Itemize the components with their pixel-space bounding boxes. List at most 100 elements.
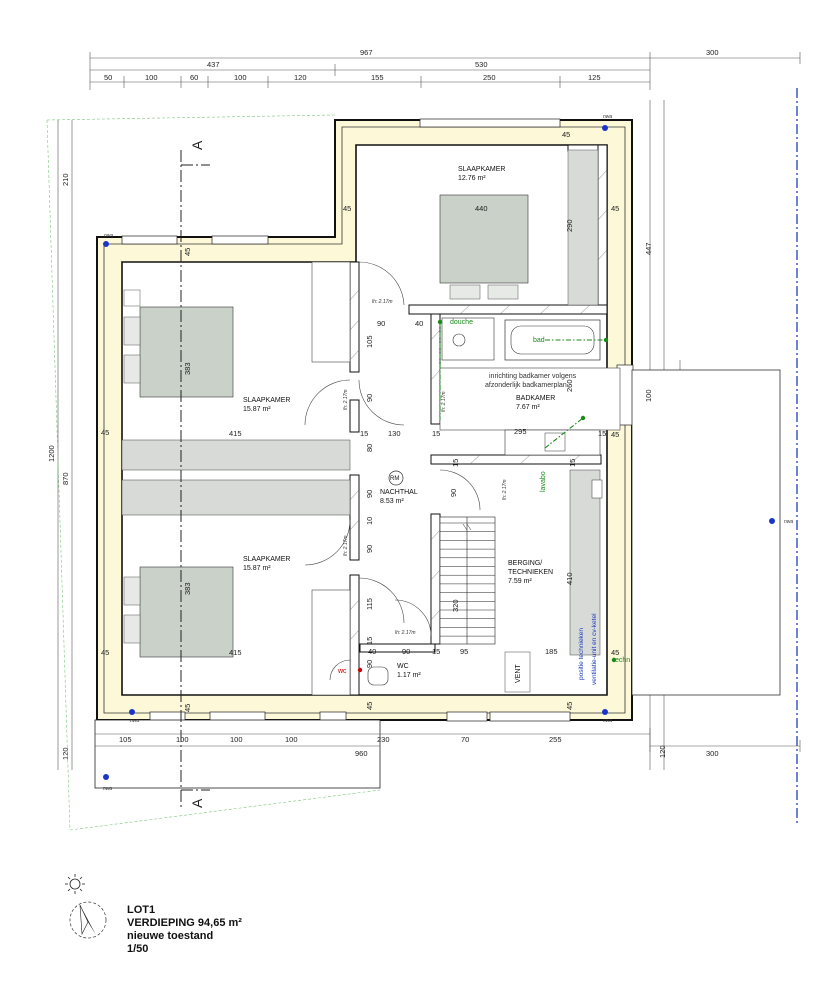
- door-height: lh: 2.17m: [395, 630, 416, 636]
- dim-top-left-sub: 437: [207, 60, 220, 69]
- dim-bottom-seg: 70: [461, 735, 469, 744]
- room-area: 12.76 m²: [458, 175, 486, 182]
- dim-wall: 15: [568, 459, 577, 467]
- room-area: 7.67 m²: [516, 404, 540, 411]
- bed-upper: [139, 306, 234, 398]
- tech-note-1: positie technieken: [578, 628, 585, 680]
- room-label: BADKAMER: [516, 395, 555, 402]
- dim-bottom-seg: 100: [230, 735, 243, 744]
- dim-inner: 95: [460, 647, 468, 656]
- dim-top-seg: 100: [145, 73, 158, 82]
- dim-left-mid: 870: [61, 472, 70, 485]
- dim-right-1: 447: [644, 242, 653, 255]
- dim-left-top: 210: [61, 173, 70, 186]
- section-marker-top: A: [189, 140, 205, 150]
- stair-arrow: [462, 523, 472, 531]
- label-nwa: nwa: [603, 114, 612, 120]
- dim-wall: 45: [365, 702, 374, 710]
- wc-seat: [367, 666, 389, 686]
- room-area: 1.17 m²: [397, 672, 421, 679]
- dim-bottom-seg: 100: [285, 735, 298, 744]
- dim-inner: 90: [365, 660, 374, 668]
- title-block: LOT1 VERDIEPING 94,65 m² nieuwe toestand…: [127, 904, 242, 956]
- dim-inner: 40: [368, 647, 376, 656]
- dim-inner: 80: [365, 444, 374, 452]
- dim-top-mid-sub: 530: [475, 60, 488, 69]
- dim-wall: 45: [611, 648, 619, 657]
- plan-scale: 1/50: [127, 943, 149, 955]
- label-techn: techn.: [613, 657, 632, 664]
- dim-wall: 45: [101, 428, 109, 437]
- rm-circle: [388, 470, 404, 486]
- label-nwa: nwa: [104, 233, 113, 239]
- label-nwa: nwa: [603, 718, 612, 724]
- dim-wall: 15: [360, 429, 368, 438]
- tech-cabinet: [569, 469, 601, 656]
- dim-inner: 415: [229, 429, 242, 438]
- left-dimensions: [57, 120, 73, 770]
- dim-inner: 90: [365, 394, 374, 402]
- bed-lower: [139, 566, 234, 658]
- desk-upper: [311, 261, 351, 363]
- dim-wall: 45: [101, 648, 109, 657]
- section-line-a: [180, 150, 210, 810]
- room-area: 7.59 m²: [508, 578, 532, 585]
- dim-top-seg: 120: [294, 73, 307, 82]
- top-dimensions: [89, 52, 801, 90]
- dim-inner: 410: [565, 572, 574, 585]
- dim-wall: 45: [343, 204, 351, 213]
- bathroom-counter: [439, 367, 621, 431]
- dim-left-bottom: 120: [61, 747, 70, 760]
- vent-box: [504, 651, 531, 693]
- wardrobe-top: [567, 149, 599, 306]
- dim-bottom-seg: 230: [377, 735, 390, 744]
- dim-inner: 440: [475, 204, 488, 213]
- wardrobe-lower: [121, 479, 351, 516]
- dim-top-seg: 125: [588, 73, 601, 82]
- dim-bottom-seg: 255: [549, 735, 562, 744]
- bathroom-note-2: afzonderlijk badkamerplan: [485, 382, 567, 389]
- dim-wall: 45: [611, 204, 619, 213]
- dim-top-seg: 60: [190, 73, 198, 82]
- dim-wall: 15: [432, 429, 440, 438]
- dim-top-total: 967: [360, 48, 373, 57]
- dim-inner: 115: [365, 598, 374, 610]
- label-rm: RM: [390, 476, 399, 482]
- dim-inner: 185: [545, 647, 558, 656]
- stair-treads: [440, 522, 495, 637]
- dim-bottom-seg: 105: [119, 735, 132, 744]
- room-label: SLAAPKAMER: [243, 397, 290, 404]
- door-height: lh: 2.17m: [441, 391, 447, 412]
- terrace: [631, 369, 781, 696]
- staircase: [439, 516, 496, 645]
- dim-inner: 383: [183, 362, 192, 375]
- room-label: SLAAPKAMER: [243, 556, 290, 563]
- dim-inner: 383: [183, 582, 192, 595]
- dim-inner: 90: [365, 490, 374, 498]
- furniture: [94, 149, 781, 789]
- label-nwa: nwa: [103, 786, 112, 792]
- dim-top-seg: 155: [371, 73, 384, 82]
- dim-bottom-total: 960: [355, 749, 368, 758]
- dim-inner: 415: [229, 648, 242, 657]
- room-label: WC: [397, 663, 409, 670]
- dim-wall: 15: [598, 429, 606, 438]
- door-height: lh: 2.17m: [343, 535, 349, 556]
- dim-bottom-right: 300: [706, 749, 719, 758]
- dim-inner: 15: [365, 637, 374, 645]
- windows: [121, 118, 634, 722]
- tech-note-2: ventilatie-unit en cv-ketel: [591, 613, 598, 685]
- dim-wall: 15: [451, 459, 460, 467]
- wall-hatch: [349, 169, 608, 641]
- room-label: NACHTHAL: [380, 489, 418, 496]
- dim-bottom-seg: 100: [176, 735, 189, 744]
- dim-inner: 10: [365, 517, 374, 525]
- shower: [441, 317, 495, 361]
- dim-wall: 45: [611, 430, 619, 439]
- dim-inner: 90: [402, 647, 410, 656]
- room-label: SLAAPKAMER: [458, 166, 505, 173]
- dim-inner: 90: [377, 319, 385, 328]
- dim-inner: 40: [415, 319, 423, 328]
- bathroom-note-1: inrichting badkamer volgens: [489, 373, 577, 380]
